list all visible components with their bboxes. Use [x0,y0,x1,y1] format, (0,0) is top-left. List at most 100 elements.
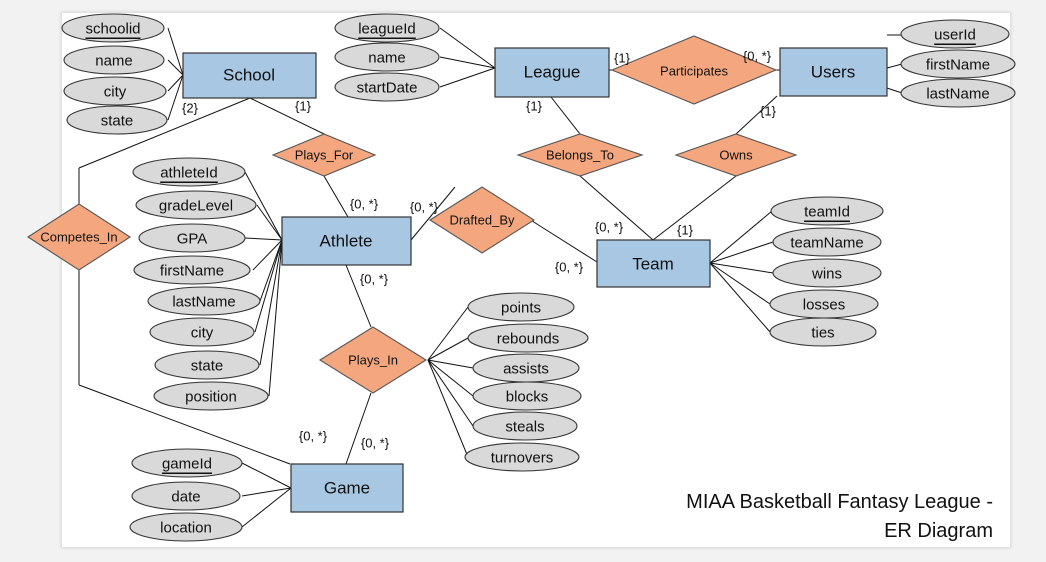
attribute-athlete-city[interactable]: city [149,317,255,347]
attribute-team-losses[interactable]: losses [769,289,879,319]
entity-school-label: School [223,66,275,85]
attribute-label: firstName [926,57,990,74]
cardinality-league-participates: {1} [614,51,631,66]
attribute-label: gameId [162,456,212,473]
cardinality-athlete-plays-in: {0, *} [360,272,389,287]
attribute-game-location[interactable]: location [129,512,243,542]
attribute-school-city[interactable]: city [63,76,167,106]
attribute-playsin-points[interactable]: points [467,292,575,322]
attribute-label: firstName [160,263,224,280]
attribute-label: userId [934,27,976,44]
relationship-participates-label: Participates [660,64,728,79]
attribute-label: assists [503,361,549,378]
attribute-team-teamname[interactable]: teamName [772,227,882,257]
cardinality-users-owns: {1} [760,104,777,119]
relationship-plays-for[interactable]: Plays_For [271,133,377,177]
caption-line-2: ER Diagram [884,520,993,542]
attribute-label: startDate [357,80,418,97]
attribute-users-userid[interactable]: userId [900,19,1010,49]
attribute-playsin-rebounds[interactable]: rebounds [467,323,589,353]
attribute-athlete-athleteid[interactable]: athleteId [132,157,246,187]
entity-school[interactable]: School [182,52,317,99]
relationship-owns-label: Owns [719,148,753,163]
attribute-school-schoolid[interactable]: schoolid [61,13,165,43]
attribute-label: teamId [804,204,850,221]
attribute-label: points [501,300,541,317]
relationship-plays-in[interactable]: Plays_In [318,326,428,394]
attribute-label: turnovers [491,450,554,467]
attribute-label: city [191,325,214,342]
entity-users[interactable]: Users [779,47,888,97]
attribute-athlete-gpa[interactable]: GPA [138,223,246,253]
cardinality-league-belongs: {1} [526,99,543,114]
caption-line-1: MIAA Basketball Fantasy League - [686,491,993,513]
relationship-owns[interactable]: Owns [674,133,798,177]
relationship-drafted-by[interactable]: Drafted_By [428,186,536,254]
attribute-label: lastName [172,294,235,311]
attribute-label: name [95,53,133,70]
attribute-playsin-blocks[interactable]: blocks [472,381,582,411]
attribute-team-ties[interactable]: ties [769,317,877,347]
entity-team[interactable]: Team [596,239,711,288]
cardinality-athlete-drafted: {0, *} [410,200,439,215]
relationship-participates[interactable]: Participates [610,35,778,105]
attribute-label: state [101,113,134,130]
cardinality-users-participates: {0, *} [743,49,772,64]
cardinality-game-plays-in: {0, *} [361,436,390,451]
relationship-plays-for-label: Plays_For [295,148,354,163]
attribute-school-state[interactable]: state [66,105,168,135]
attribute-label: state [191,358,224,375]
entity-game-label: Game [324,479,370,498]
cardinality-school-competes: {2} [182,101,199,116]
attribute-label: blocks [506,389,549,406]
attribute-label: location [160,520,212,537]
cardinality-team-belongs: {0, *} [595,220,624,235]
attribute-league-leagueid[interactable]: leagueId [334,13,440,43]
entity-league[interactable]: League [494,47,610,98]
cardinality-team-owns: {1} [677,223,694,238]
cardinality-school-plays-for: {1} [295,99,312,114]
cardinality-labels: {1} {0, *} {2} {1} {1} {1} {0, *} {0, *}… [182,49,777,451]
attribute-team-teamid[interactable]: teamId [770,196,884,226]
attribute-athlete-state[interactable]: state [154,350,260,380]
attribute-school-name[interactable]: name [63,45,165,75]
attribute-athlete-gradelevel[interactable]: gradeLevel [135,190,257,220]
attribute-users-firstname[interactable]: firstName [900,49,1016,79]
attribute-league-startdate[interactable]: startDate [334,72,440,102]
attribute-label: gradeLevel [159,198,233,215]
entity-athlete[interactable]: Athlete [281,216,412,266]
attribute-athlete-lastname[interactable]: lastName [147,286,261,316]
cardinality-game-competes: {0, *} [299,429,328,444]
entity-game[interactable]: Game [290,463,404,513]
relationship-belongs-to-label: Belongs_To [546,148,614,163]
attribute-athlete-position[interactable]: position [153,381,269,411]
attribute-label: wins [811,266,842,283]
attribute-label: city [104,84,127,101]
attribute-team-wins[interactable]: wins [772,258,882,288]
connector-lines [78,27,903,528]
attribute-label: name [368,50,406,67]
relationship-belongs-to[interactable]: Belongs_To [516,133,644,177]
relationship-competes-in[interactable]: Competes_In [26,203,132,271]
attribute-playsin-turnovers[interactable]: turnovers [464,442,580,472]
attribute-league-name[interactable]: name [334,42,440,72]
attribute-label: athleteId [160,165,218,182]
attribute-game-gameid[interactable]: gameId [131,448,243,478]
entity-athlete-label: Athlete [320,232,373,251]
attribute-label: teamName [790,235,863,252]
cardinality-team-drafted: {0, *} [555,260,584,275]
attribute-users-lastname[interactable]: lastName [900,78,1016,108]
relationship-competes-in-label: Competes_In [40,230,117,245]
relationship-drafted-by-label: Drafted_By [449,213,515,228]
attribute-playsin-steals[interactable]: steals [472,411,578,441]
attribute-playsin-assists[interactable]: assists [472,353,580,383]
attribute-athlete-firstname[interactable]: firstName [133,255,251,285]
attribute-game-date[interactable]: date [131,481,241,511]
attribute-label: steals [505,419,544,436]
entity-team-label: Team [632,255,674,274]
entity-users-label: Users [811,63,855,82]
attribute-label: ties [811,325,834,342]
attribute-label: losses [803,297,846,314]
attribute-label: leagueId [358,21,416,38]
